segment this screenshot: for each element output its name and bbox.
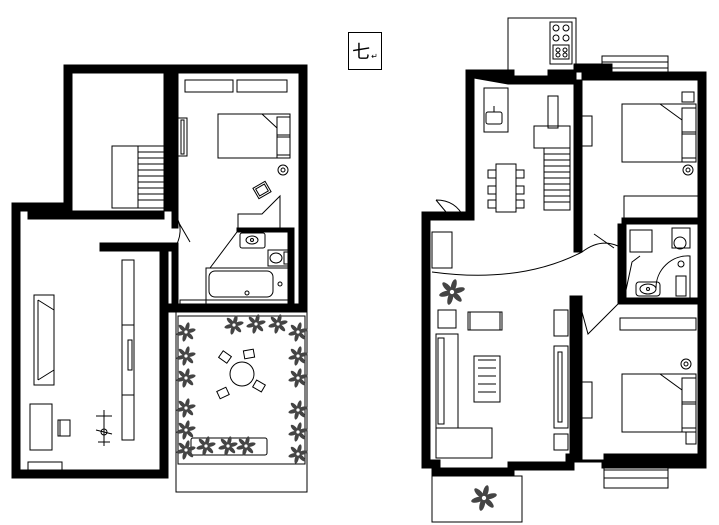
plant-icon	[218, 436, 238, 456]
plant-icon	[288, 346, 308, 366]
right-stairs	[543, 147, 571, 211]
kitchen-niche	[507, 17, 577, 77]
lamp	[277, 164, 289, 176]
interior-wall-6	[287, 227, 295, 305]
lamp-center	[280, 167, 286, 173]
bed	[217, 113, 291, 159]
plant-icon	[439, 279, 465, 305]
plant-icon	[471, 485, 497, 511]
right-living	[435, 309, 569, 459]
plant-icon	[224, 315, 244, 335]
lower-bedroom	[581, 317, 697, 445]
left-stairs	[111, 145, 165, 209]
drawing-label-mark: ↵	[371, 51, 378, 61]
plant-icon	[176, 368, 196, 388]
curved-partition	[431, 251, 583, 276]
plant-icon	[288, 400, 308, 420]
cabinet	[431, 231, 453, 269]
dining-table	[487, 163, 525, 213]
left-floor	[11, 64, 308, 493]
plant-icon	[236, 436, 256, 456]
armchair	[252, 180, 272, 200]
door-swing	[581, 233, 619, 253]
plant-icon	[176, 440, 196, 460]
interior-wall-7	[236, 227, 293, 233]
window	[27, 461, 63, 473]
left-living	[29, 259, 135, 451]
interior-wall-9	[621, 217, 699, 225]
plant-icon	[288, 368, 308, 388]
terrace-plants	[176, 314, 308, 464]
plant-icon	[288, 322, 308, 342]
drawing-label: 七↵	[348, 32, 382, 70]
right-floor	[421, 17, 707, 523]
plant-icon	[268, 314, 288, 334]
interior-wall-13	[513, 461, 575, 471]
left-bathroom	[205, 231, 289, 301]
plant-icon	[196, 436, 216, 456]
plant-icon	[246, 314, 266, 334]
window-pane	[180, 119, 185, 155]
interior-wall-12	[569, 295, 583, 463]
interior-wall-2	[99, 242, 179, 252]
plant-icon	[288, 422, 308, 442]
interior-wall-10	[617, 223, 627, 299]
window	[179, 299, 207, 307]
desk	[237, 194, 281, 228]
plant-icon	[176, 322, 196, 342]
window	[184, 79, 234, 93]
kitchen	[483, 87, 571, 149]
plant-icon	[176, 346, 196, 366]
door-swing	[581, 303, 619, 335]
terrace	[175, 311, 308, 493]
stove	[549, 21, 573, 65]
plant-icon	[176, 398, 196, 418]
window	[236, 79, 288, 93]
upper-bedroom	[581, 91, 699, 221]
interior-plants	[439, 279, 497, 511]
right-outer-wall	[421, 63, 707, 477]
interior-wall-8	[573, 79, 583, 253]
interior-wall-11	[617, 297, 699, 305]
drawing-label-text: 七	[352, 42, 371, 63]
entry-door	[435, 199, 467, 219]
interior-wall-3	[171, 72, 179, 229]
interior-wall-4	[171, 245, 179, 313]
interior-wall-5	[159, 250, 169, 465]
right-bathroom	[625, 227, 691, 298]
plant-icon	[288, 444, 308, 464]
plant-icon	[176, 420, 196, 440]
balcony	[431, 475, 523, 523]
window	[603, 461, 669, 489]
window	[601, 55, 669, 79]
door-swing	[171, 210, 191, 247]
window	[177, 117, 188, 157]
